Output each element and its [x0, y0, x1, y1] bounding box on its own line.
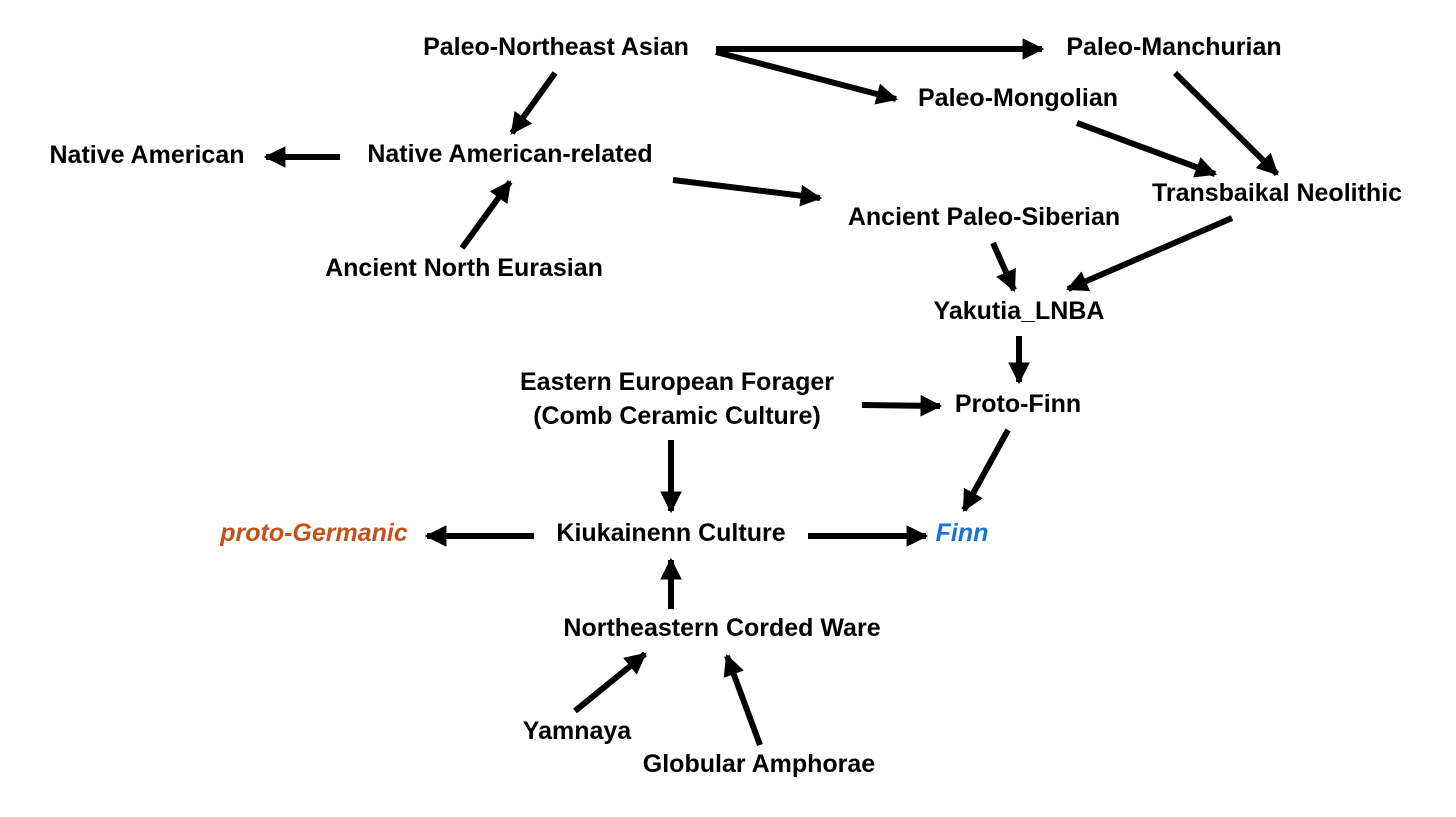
- node-paleo-northeast-asian: Paleo-Northeast Asian: [423, 33, 689, 61]
- node-ancient-north-eurasian: Ancient North Eurasian: [325, 254, 603, 282]
- arrow-yamnaya-to-northeastern-corded-ware: [573, 651, 647, 714]
- arrow-ancient-paleo-siberian-to-yakutia-lnba: [990, 241, 1017, 292]
- node-yakutia-lnba: Yakutia_LNBA: [933, 297, 1105, 325]
- node-eastern-european-forager: Eastern European Forager (Comb Ceramic C…: [520, 365, 834, 433]
- arrow-transbaikal-neolithic-to-yakutia-lnba: [1066, 215, 1234, 292]
- node-northeastern-corded-ware: Northeastern Corded Ware: [563, 614, 881, 642]
- arrow-paleo-northeast-asian-to-paleo-mongolian: [715, 49, 899, 105]
- node-ancient-paleo-siberian: Ancient Paleo-Siberian: [847, 203, 1121, 231]
- node-finn: Finn: [935, 519, 989, 547]
- arrow-paleo-manchurian-to-transbaikal-neolithic: [1172, 70, 1280, 177]
- node-proto-germanic: proto-Germanic: [220, 519, 408, 547]
- node-paleo-manchurian: Paleo-Manchurian: [1066, 33, 1282, 61]
- arrow-globular-amphorae-to-northeastern-corded-ware: [723, 653, 763, 747]
- node-transbaikal-neolithic: Transbaikal Neolithic: [1151, 179, 1403, 207]
- node-native-american: Native American: [49, 141, 245, 169]
- arrow-ancient-north-eurasian-to-native-american-related: [459, 180, 513, 250]
- arrow-eastern-european-forager-to-proto-finn: [861, 394, 943, 417]
- arrow-paleo-northeast-asian-to-native-american-related: [509, 71, 558, 135]
- node-proto-finn: Proto-Finn: [954, 390, 1082, 418]
- node-yamnaya: Yamnaya: [522, 717, 632, 745]
- arrow-proto-finn-to-finn: [961, 428, 1011, 512]
- arrow-native-american-related-to-ancient-paleo-siberian: [672, 177, 823, 207]
- node-eastern-european-forager-line-1: Eastern European Forager: [520, 368, 834, 396]
- node-paleo-mongolian: Paleo-Mongolian: [918, 84, 1118, 112]
- arrow-paleo-mongolian-to-transbaikal-neolithic: [1075, 120, 1218, 178]
- node-eastern-european-forager-line-2: (Comb Ceramic Culture): [533, 402, 821, 430]
- node-globular-amphorae: Globular Amphorae: [642, 750, 876, 778]
- node-kiukainenn-culture: Kiukainenn Culture: [556, 519, 786, 547]
- node-native-american-related: Native American-related: [367, 140, 653, 168]
